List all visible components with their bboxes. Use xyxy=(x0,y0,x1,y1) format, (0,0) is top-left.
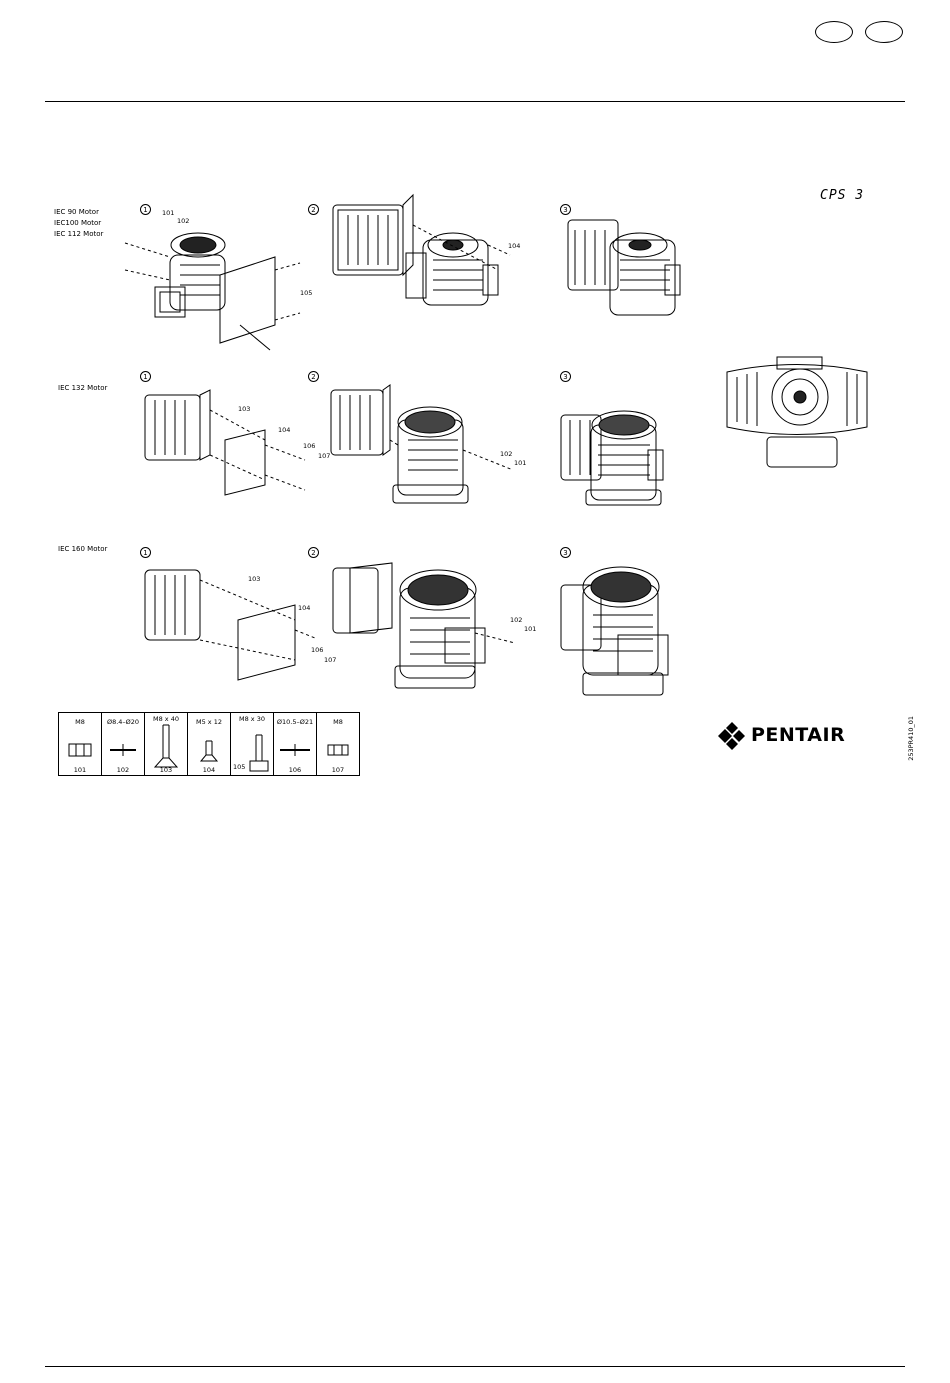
washer-icon xyxy=(102,741,144,761)
parts-cell-101: M8 101 xyxy=(59,713,102,776)
step-1-row1: 1 xyxy=(140,204,151,215)
parts-number: 102 xyxy=(102,766,144,774)
motor-assembly-row2-step1-drawing xyxy=(140,385,310,515)
motor-assembly-row1-step2-drawing xyxy=(328,185,518,330)
motor-label-iec132: IEC 132 Motor xyxy=(58,384,107,393)
parts-cell-103: M8 x 40 103 xyxy=(145,713,188,776)
parts-spec: M5 x 12 xyxy=(188,718,230,726)
parts-number: 107 xyxy=(317,766,359,774)
parts-spec: M8 xyxy=(317,718,359,726)
motor-label-iec90: IEC 90 Motor xyxy=(54,208,99,217)
countersunk-screw-icon xyxy=(145,723,187,768)
pentair-logo-icon xyxy=(718,719,746,753)
callout-102-row1: 102 xyxy=(177,217,189,225)
step-2-row1: 2 xyxy=(308,204,319,215)
parts-cell-105: M8 x 30 105 xyxy=(231,713,274,776)
parts-cell-102: Ø8.4–Ø20 102 xyxy=(102,713,145,776)
motor-label-iec160: IEC 160 Motor xyxy=(58,545,107,554)
header-rule xyxy=(45,101,905,102)
parts-spec: M8 x 30 xyxy=(231,715,273,723)
nut-icon xyxy=(59,741,101,761)
parts-spec: M8 x 40 xyxy=(145,715,187,723)
document-code: 253PR410_01 xyxy=(907,716,915,761)
brand-name: PENTAIR xyxy=(751,724,845,746)
parts-cell-104: M5 x 12 104 xyxy=(188,713,231,776)
motor-assembly-row2-step2-drawing xyxy=(328,380,523,520)
step-1-row2: 1 xyxy=(140,371,151,382)
footer-rule xyxy=(45,1366,905,1367)
motor-top-view-drawing xyxy=(722,352,872,472)
motor-assembly-row1-step1-drawing xyxy=(120,225,305,355)
flat-nut-icon xyxy=(317,741,359,761)
parts-spec: Ø8.4–Ø20 xyxy=(102,718,144,726)
callout-101-row1: 101 xyxy=(162,209,174,217)
parts-number: 103 xyxy=(145,766,187,774)
motor-assembly-row1-step3-drawing xyxy=(565,210,685,320)
step-2-row3: 2 xyxy=(308,547,319,558)
language-badge-1 xyxy=(815,21,853,43)
parts-spec: M8 xyxy=(59,718,101,726)
parts-spec: Ø10.5–Ø21 xyxy=(274,718,316,726)
motor-assembly-row3-step3-drawing xyxy=(558,565,688,700)
countersunk-screw-small-icon xyxy=(188,739,230,764)
model-name: CPS 3 xyxy=(820,188,864,203)
motor-assembly-row3-step1-drawing xyxy=(140,560,320,690)
parts-table: M8 101 Ø8.4–Ø20 102 M8 x 40 103 M5 x 12 … xyxy=(58,712,360,776)
motor-label-iec112: IEC 112 Motor xyxy=(54,230,103,239)
step-2-row2: 2 xyxy=(308,371,319,382)
parts-number: 106 xyxy=(274,766,316,774)
motor-assembly-row2-step3-drawing xyxy=(558,405,673,510)
parts-number: 104 xyxy=(188,766,230,774)
callout-101-row3: 101 xyxy=(524,625,536,633)
parts-cell-107: M8 107 xyxy=(317,713,360,776)
washer-icon xyxy=(274,741,316,761)
language-badge-2 xyxy=(865,21,903,43)
step-3-row2: 3 xyxy=(560,371,571,382)
step-3-row3: 3 xyxy=(560,547,571,558)
parts-number: 101 xyxy=(59,766,101,774)
motor-assembly-row3-step2-drawing xyxy=(330,558,520,698)
step-1-row3: 1 xyxy=(140,547,151,558)
parts-cell-106: Ø10.5–Ø21 106 xyxy=(274,713,317,776)
parts-number: 105 xyxy=(231,763,273,771)
motor-label-iec100: IEC100 Motor xyxy=(54,219,101,228)
